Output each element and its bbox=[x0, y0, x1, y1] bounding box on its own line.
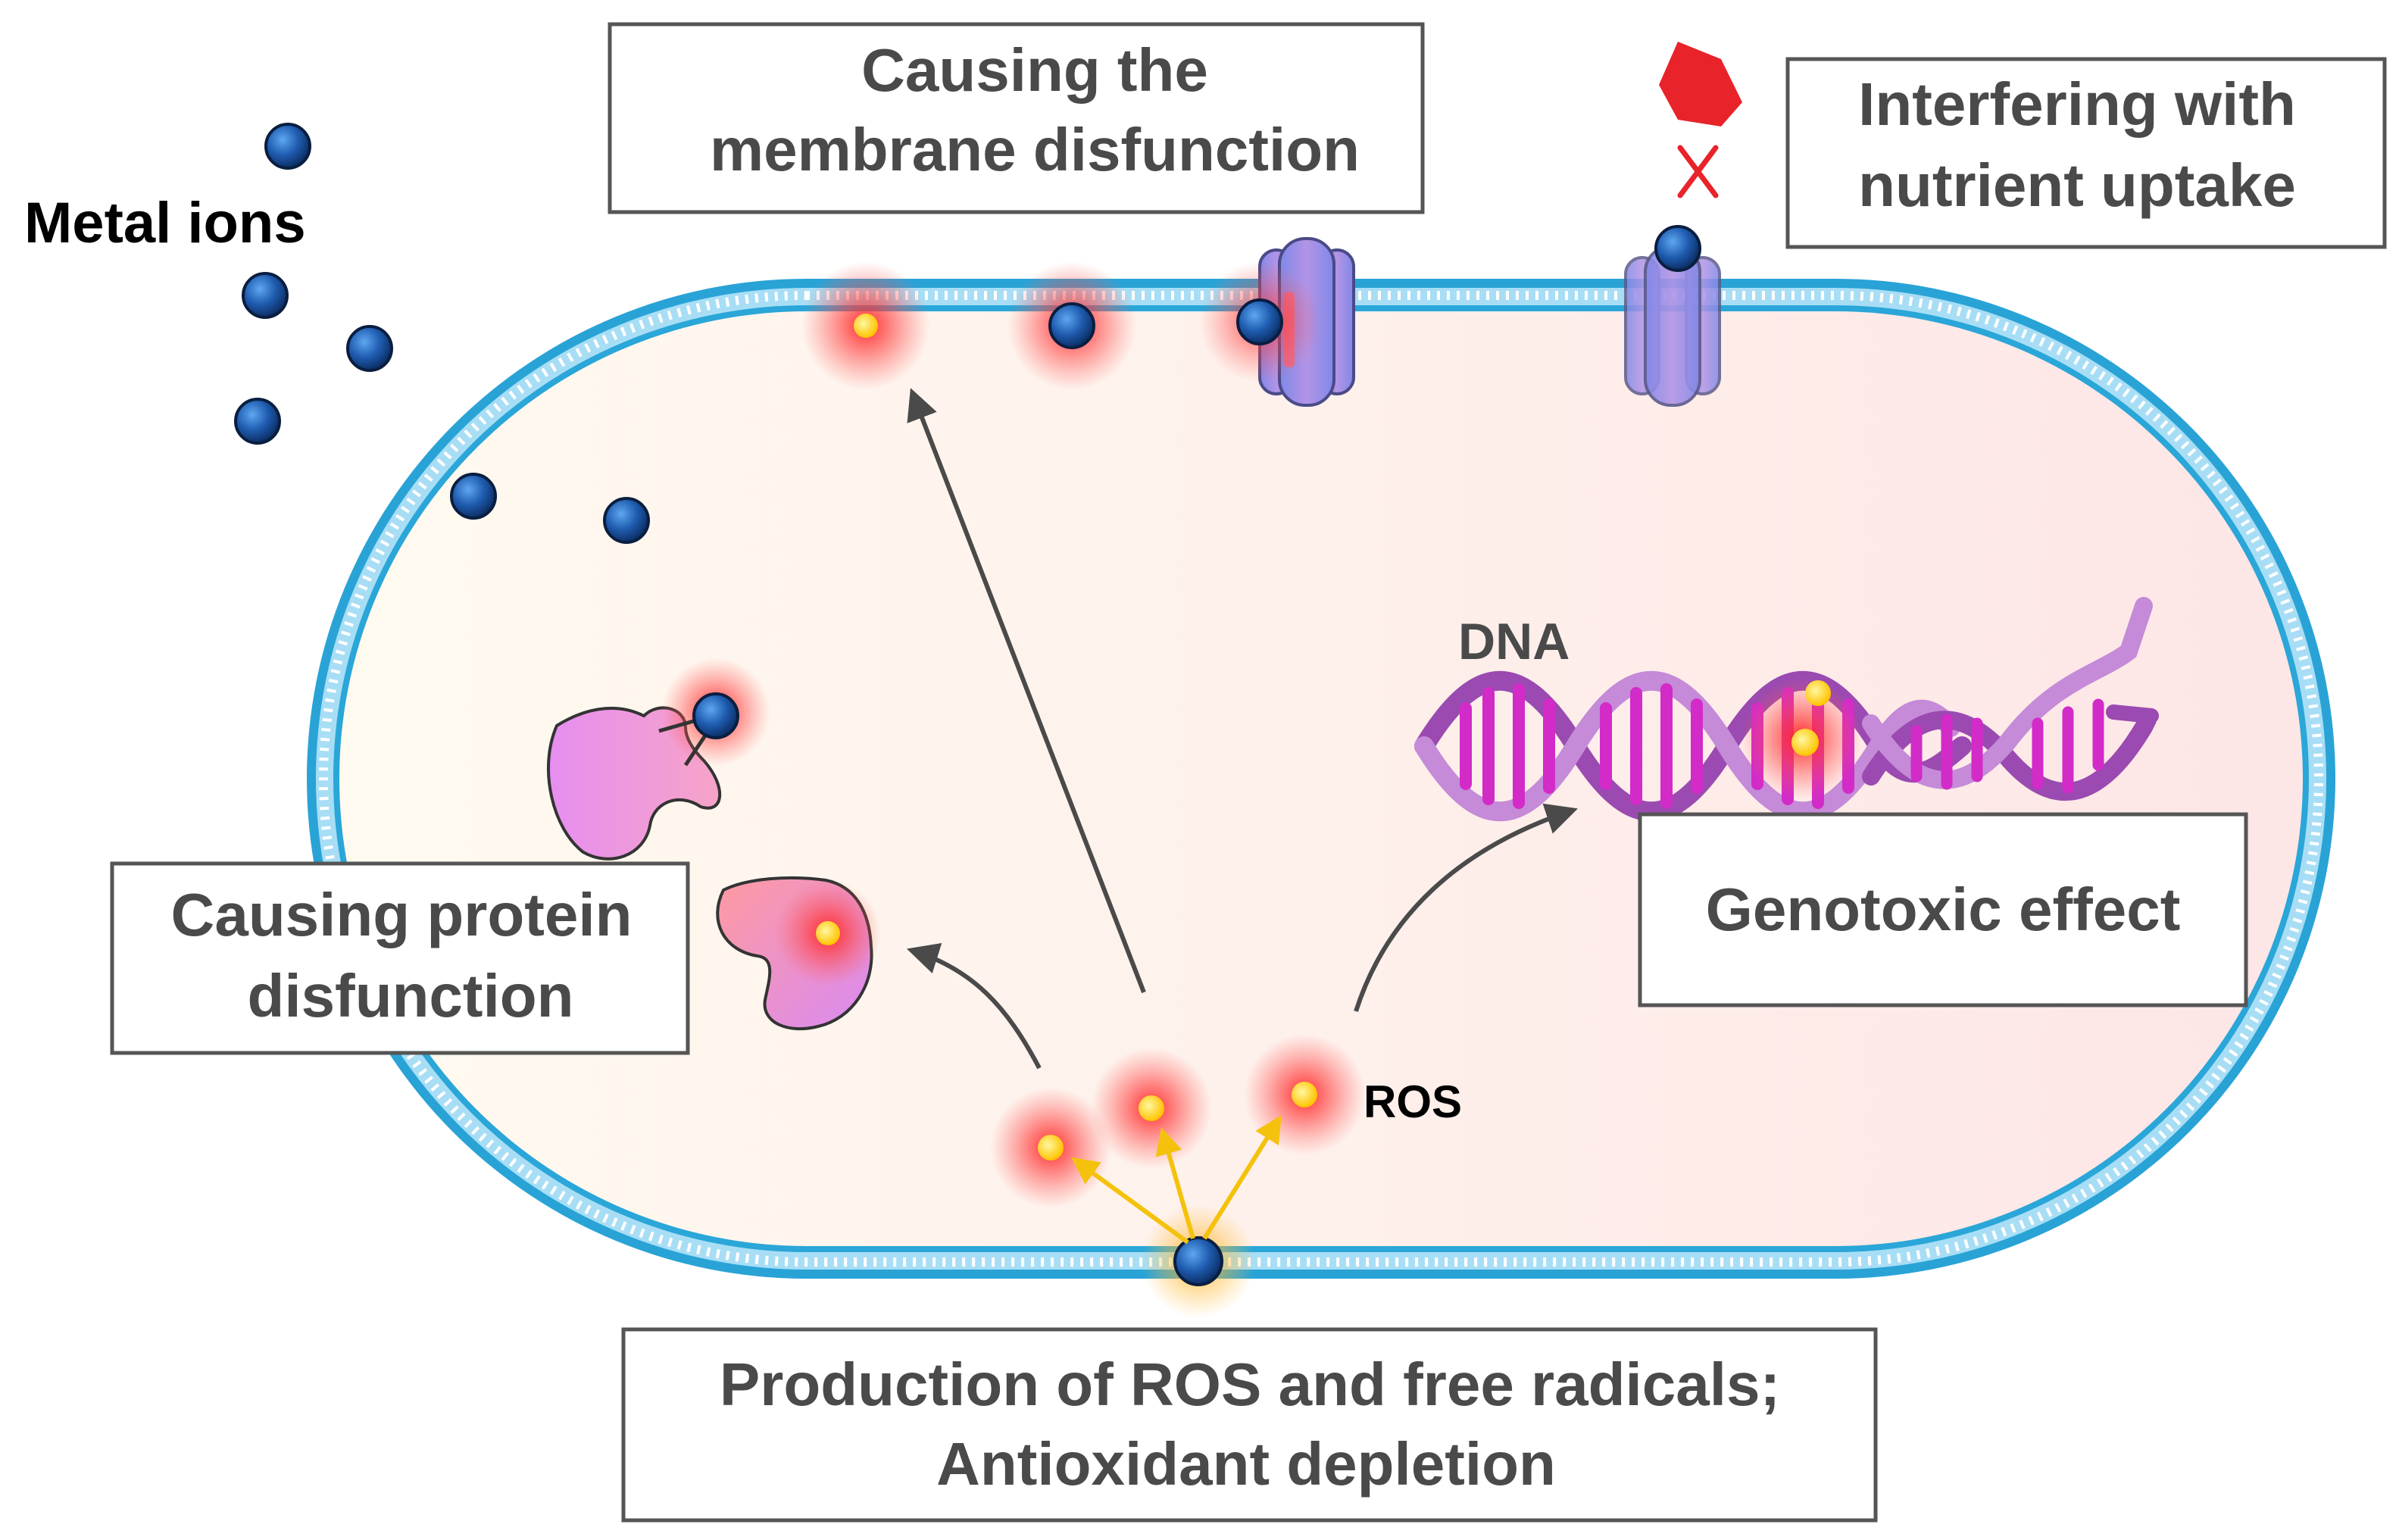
metal-ion-sphere-icon bbox=[242, 272, 289, 319]
dna-label: DNA bbox=[1458, 613, 1570, 670]
nutrient-uptake-box: Interfering with nutrient uptake bbox=[1785, 57, 2387, 249]
arrow-to-membrane bbox=[907, 388, 1146, 994]
metal-ion-sphere-icon bbox=[1173, 1236, 1223, 1286]
ros-radical-icon bbox=[816, 921, 840, 945]
protein-label-line1: Causing protein bbox=[171, 881, 633, 948]
metal-ion-sphere-icon bbox=[234, 398, 281, 445]
metal-ion-sphere-icon bbox=[692, 692, 739, 739]
ros-radical-icon bbox=[1139, 1095, 1164, 1121]
membrane-label-line1: Causing the bbox=[861, 36, 1208, 104]
metal-ions-label: Metal ions bbox=[24, 191, 306, 255]
process-arrows bbox=[906, 388, 1578, 1070]
transporter-2 bbox=[1624, 245, 1721, 407]
cross-icon bbox=[1677, 145, 1719, 198]
protein-disfunction-box: Causing protein disfunction bbox=[110, 861, 690, 1055]
genotoxic-effect-box: Genotoxic effect bbox=[1638, 812, 2248, 1007]
nutrient-hexagon-icon bbox=[1659, 42, 1742, 127]
protein-label-line2: disfunction bbox=[247, 962, 573, 1029]
metal-ion-sphere-icon bbox=[1654, 225, 1701, 272]
membrane-label-line2: membrane disfunction bbox=[710, 116, 1360, 183]
ros-radical-icon bbox=[854, 314, 878, 338]
metal-ion-sphere-icon bbox=[346, 325, 393, 372]
metal-ion-sphere-icon bbox=[1048, 302, 1095, 349]
ros-radical-icon bbox=[1038, 1135, 1064, 1160]
production-label-line1: Production of ROS and free radicals; bbox=[720, 1351, 1780, 1418]
protein-1 bbox=[547, 658, 770, 861]
ros-radical-icon bbox=[1292, 1082, 1317, 1107]
membrane-disfunction-box: Causing the membrane disfunction bbox=[608, 22, 1425, 214]
metal-ion-sphere-icon bbox=[450, 473, 497, 520]
metal-ions-group bbox=[234, 123, 650, 544]
ros-emission-arrows bbox=[1071, 1114, 1282, 1245]
ros-radical-icon bbox=[1791, 729, 1819, 756]
nutrient-label-line2: nutrient uptake bbox=[1858, 152, 2296, 219]
protein-2 bbox=[716, 876, 881, 1031]
ros-label: ROS bbox=[1363, 1076, 1462, 1127]
ros-production-box: Production of ROS and free radicals; Ant… bbox=[621, 1327, 1878, 1523]
arrow-to-protein bbox=[906, 942, 1042, 1070]
ros-radical-icon bbox=[1805, 680, 1831, 706]
metal-ion-sphere-icon bbox=[264, 123, 311, 170]
nutrient-label-line1: Interfering with bbox=[1858, 70, 2296, 138]
metal-ion-sphere-icon bbox=[603, 497, 650, 544]
metal-ion-sphere-icon bbox=[1236, 298, 1283, 345]
arrow-to-dna bbox=[1354, 803, 1578, 1012]
membrane-transporter-icon bbox=[1624, 245, 1721, 407]
production-label-line2: Antioxidant depletion bbox=[936, 1430, 1556, 1498]
dna-helix-icon bbox=[1414, 597, 2159, 822]
dna-right-strand bbox=[1862, 597, 2159, 801]
genotoxic-label: Genotoxic effect bbox=[1706, 876, 2181, 943]
